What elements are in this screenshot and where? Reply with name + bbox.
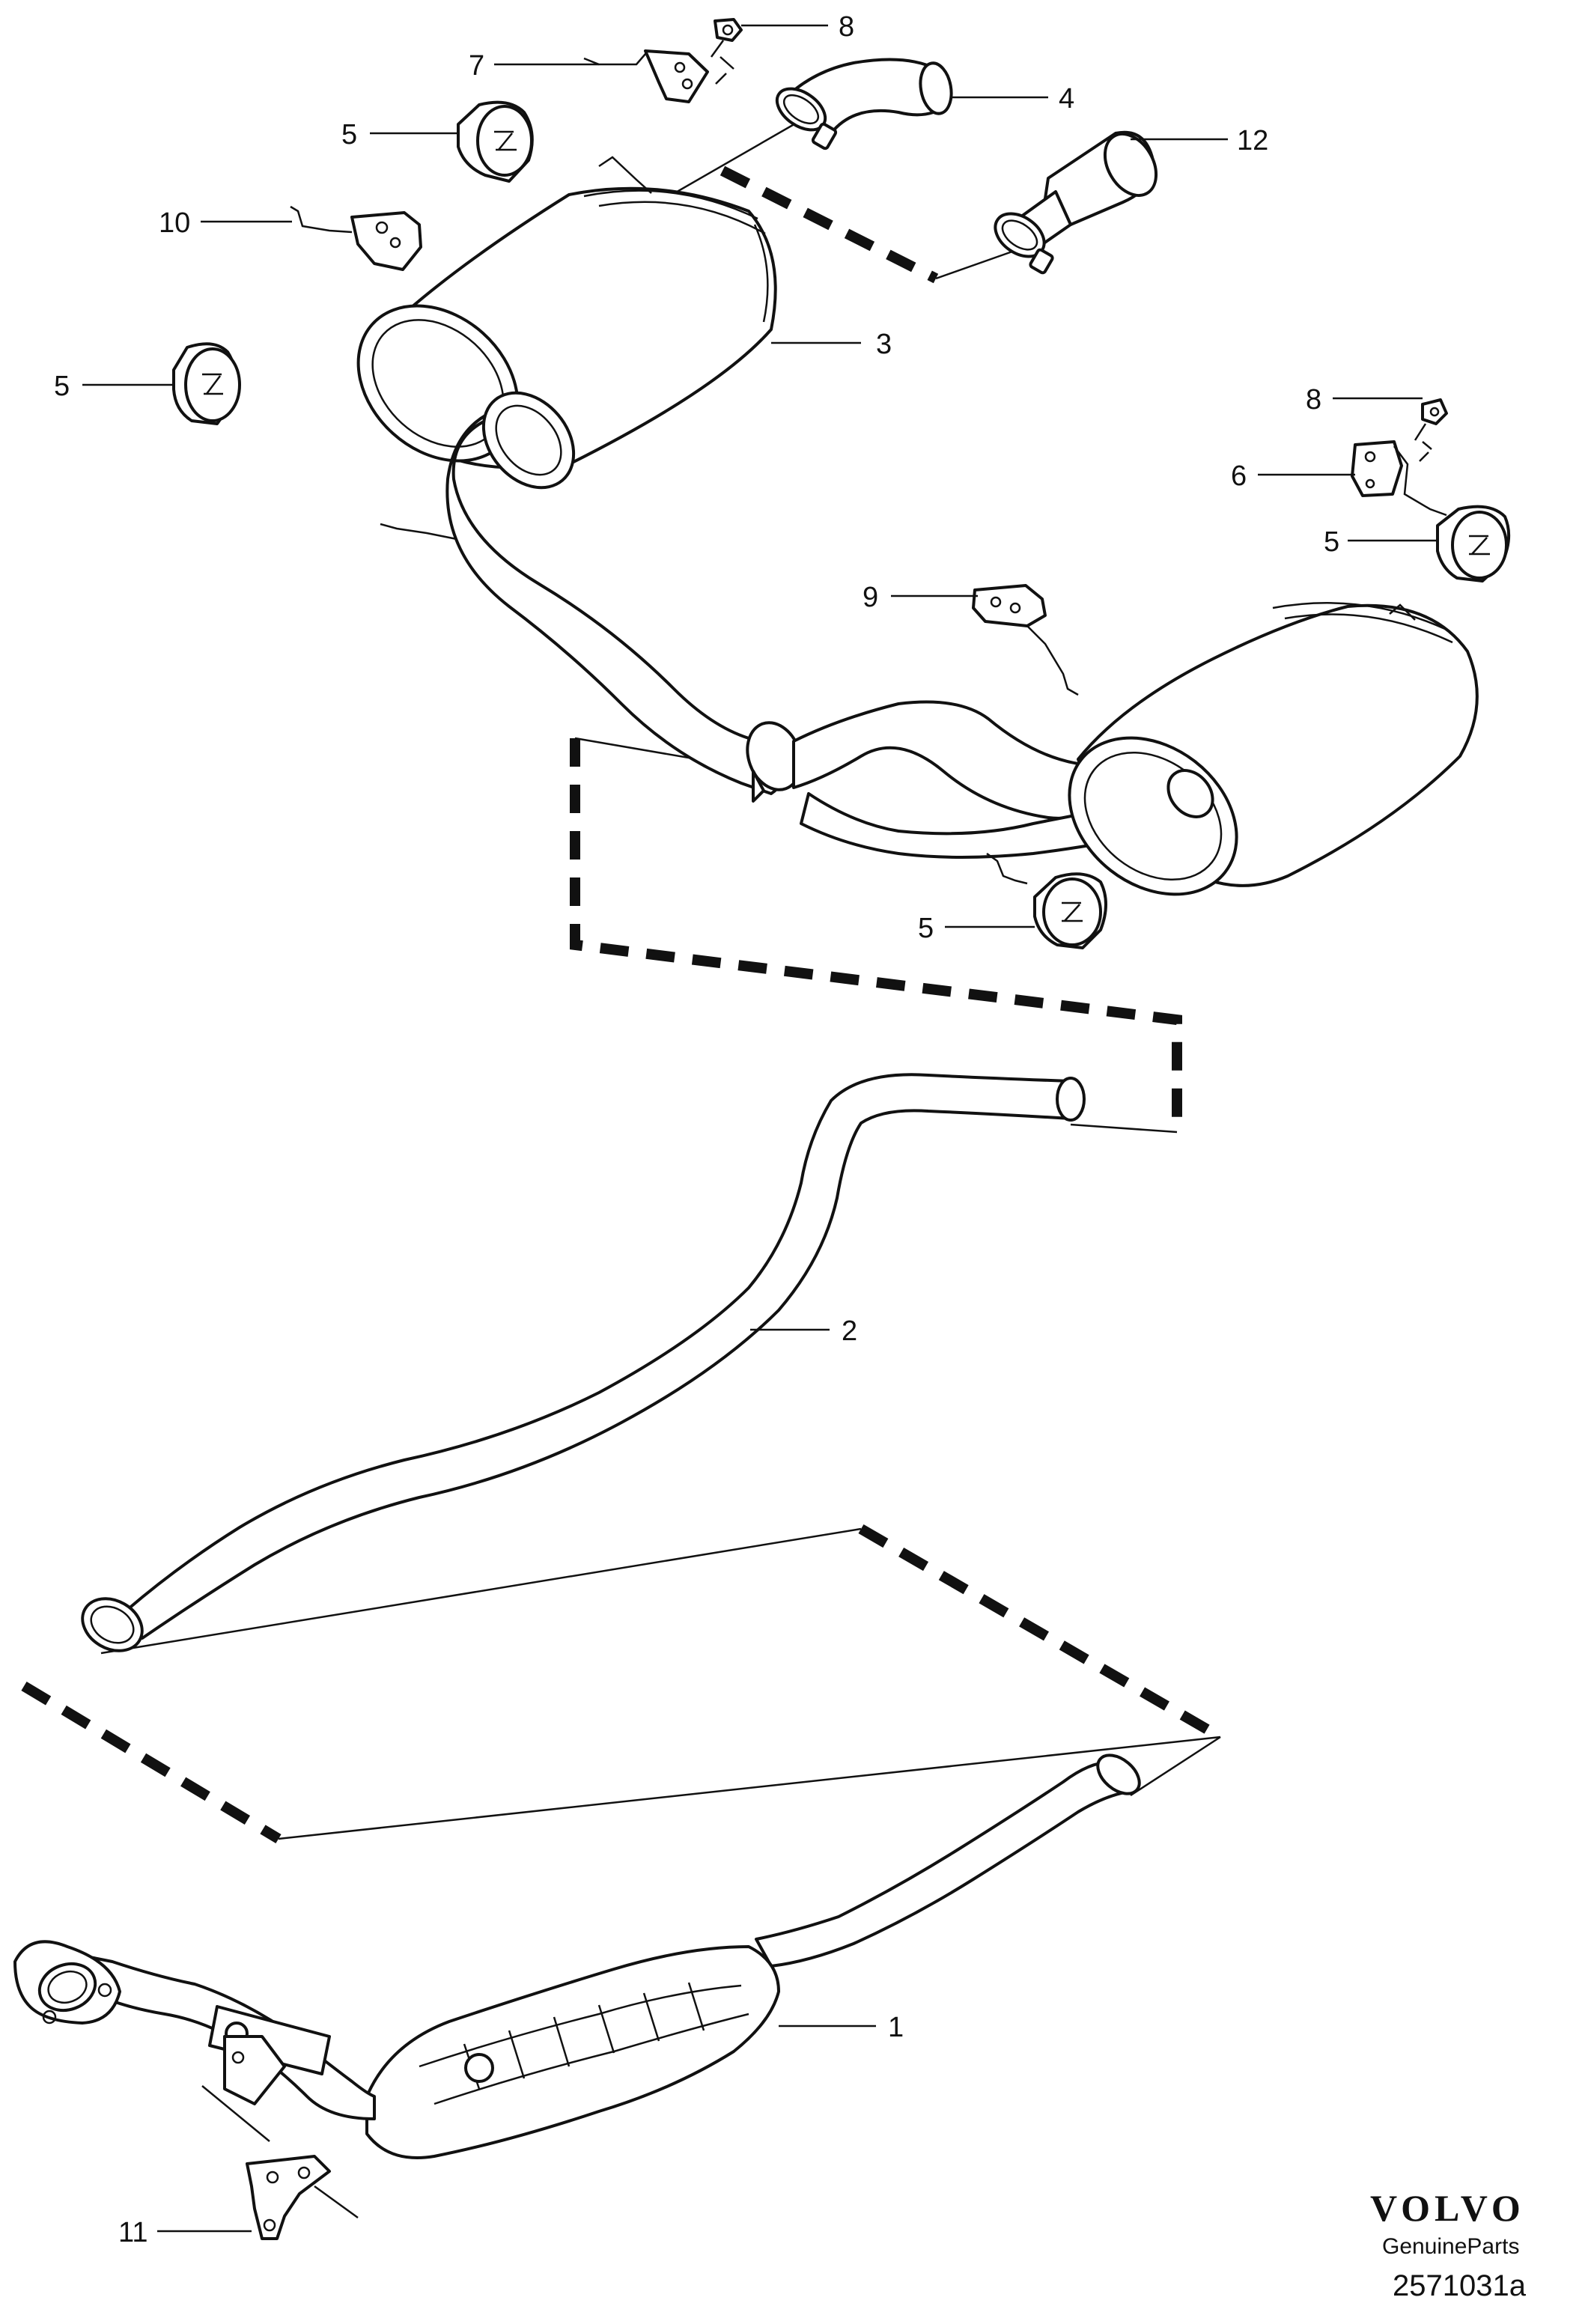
callout-8-top: 8 <box>839 11 854 43</box>
callout-5-a: 5 <box>341 119 357 150</box>
callout-9: 9 <box>863 582 878 613</box>
rubber-mount-d <box>1033 872 1107 949</box>
converter-bracket <box>201 2085 359 2240</box>
callout-2: 2 <box>842 1315 857 1347</box>
catalytic-converter-assembly <box>13 1753 1141 2159</box>
tailpipe-tip <box>994 130 1158 275</box>
tailpipe-bend <box>775 58 953 150</box>
intermediate-pipe <box>81 1073 1086 1652</box>
hanger-bracket-top <box>583 49 709 103</box>
rubber-mount-c <box>1436 505 1511 582</box>
callout-labels: 3 4 12 7 8 8 5 5 5 5 10 6 9 2 1 11 <box>54 11 1339 2248</box>
bolt-right-assembly <box>1414 398 1448 462</box>
callout-7: 7 <box>469 50 484 82</box>
brand-block: VOLVO GenuineParts 2571031a <box>1370 2187 1527 2302</box>
diagram-code: 2571031a <box>1393 2269 1527 2302</box>
bolt-top-assembly <box>710 18 743 85</box>
hanger-bracket-left <box>290 205 422 271</box>
callout-4: 4 <box>1059 83 1074 115</box>
callout-5-b: 5 <box>54 371 70 402</box>
callout-12: 12 <box>1237 125 1268 156</box>
callout-6: 6 <box>1231 460 1247 492</box>
rear-crossover-pipe <box>445 391 1169 859</box>
callout-5-d: 5 <box>918 913 934 944</box>
volvo-logo: VOLVO <box>1370 2187 1525 2229</box>
hanger-stub-lower <box>380 523 1028 885</box>
assembly-dashed-connectors <box>21 112 1223 1844</box>
callout-1: 1 <box>888 2012 904 2043</box>
hanger-bracket-mid <box>972 584 1079 696</box>
callout-3: 3 <box>876 329 892 360</box>
rubber-mount-b <box>172 342 241 425</box>
callout-8-right: 8 <box>1306 384 1321 416</box>
callout-10: 10 <box>159 207 190 239</box>
rubber-mount-a <box>457 100 534 183</box>
callout-5-c: 5 <box>1324 526 1339 558</box>
callout-leaders <box>82 24 1438 2233</box>
callout-11: 11 <box>118 2217 147 2248</box>
rear-muffler-right <box>1068 602 1479 896</box>
genuine-parts-label: GenuineParts <box>1382 2234 1519 2259</box>
hanger-bracket-right <box>1351 440 1447 517</box>
